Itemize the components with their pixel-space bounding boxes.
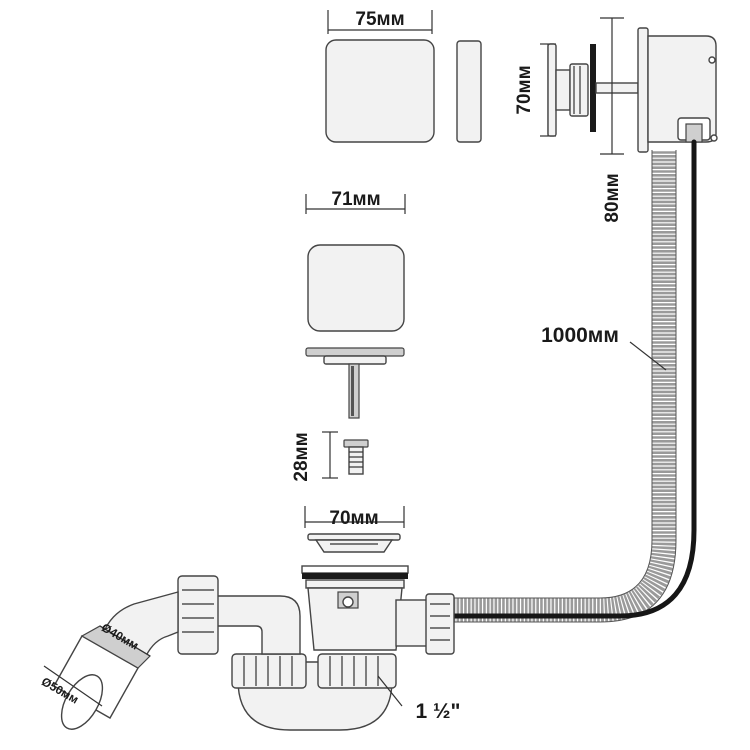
outlet-nut	[177, 575, 219, 655]
overflow-body	[637, 27, 718, 153]
label-thread-size: 1 ½"	[416, 700, 461, 723]
side-outlet	[395, 593, 455, 655]
overflow-cover-front	[325, 39, 435, 143]
label-70mm-horizontal: 70мм	[329, 508, 378, 529]
dimension-75mm: 75мм	[327, 9, 433, 34]
dimension-28mm: 28мм	[291, 431, 338, 482]
drain-body-top	[301, 565, 409, 651]
dimension-70mm-horizontal: 70мм	[304, 506, 405, 529]
corrugated-hose	[440, 150, 677, 623]
plug-cover	[307, 244, 405, 332]
siphon-riser	[213, 595, 301, 655]
label-80mm: 80мм	[602, 173, 623, 222]
control-cable	[357, 139, 697, 619]
label-75mm: 75мм	[355, 9, 404, 30]
label-71mm: 71мм	[331, 189, 380, 210]
plug-with-stem	[305, 347, 405, 419]
dimension-80mm: 80мм	[600, 17, 624, 223]
outlet-pipe	[53, 625, 151, 730]
dimension-71mm: 71мм	[305, 189, 406, 214]
label-1000mm: 1000мм	[541, 324, 619, 347]
overflow-flange	[547, 43, 639, 137]
drain-flange	[307, 533, 401, 553]
label-28mm: 28мм	[291, 432, 312, 481]
thread-size-callout: 1 ½"	[377, 675, 461, 723]
screw	[343, 439, 369, 475]
overflow-cover-side	[456, 40, 482, 143]
hose-length-callout: 1000мм	[541, 324, 667, 371]
label-70mm-vertical: 70мм	[514, 65, 535, 114]
siphon-trap	[231, 653, 397, 731]
